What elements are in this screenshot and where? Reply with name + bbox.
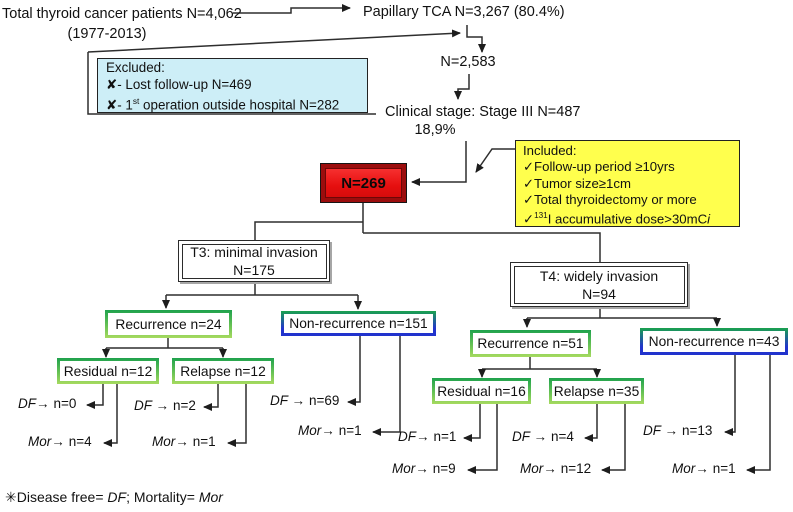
nonrecurrence-t3-box: Non-recurrence n=151 [281,311,436,336]
included-item-2: ✓Tumor size≥1cm [523,175,631,191]
legend: ✳Disease free= DF; Mortality= Mor [5,489,223,505]
relapse-t3-label: Relapse n=12 [175,361,271,381]
df-nonrecurrence-t3: DF →n=69 [270,393,340,408]
n2583-label: N=2,583 [440,54,496,70]
mor-relapse-t3: Mor→n=1 [152,434,216,449]
df-residual-t3: DF→n=0 [18,396,77,411]
mor-relapse-t4: Mor→n=12 [520,461,592,476]
total-patients-label: Total thyroid cancer patients N=4,062 [2,6,242,22]
included-item-1: ✓Follow-up period ≥10yrs [523,159,675,175]
n269-label: N=269 [325,168,402,198]
relapse-t4-label: Relapse n=35 [552,381,641,401]
mor-residual-t4: Mor→n=9 [392,461,456,476]
percent-label: 18,9% [414,122,456,138]
t3-line2: N=175 [233,262,275,278]
nonrecurrence-t4-box: Non-recurrence n=43 [640,328,788,355]
t4-box: T4: widely invasion N=94 [510,262,688,307]
df-nonrecurrence-t4: DF →n=13 [643,423,713,438]
included-item-3: ✓Total thyroidectomy or more [523,191,697,207]
clinical-stage-label: Clinical stage: Stage III N=487 [385,104,581,120]
n269-box: N=269 [320,163,407,203]
t3-line1: T3: minimal invasion [190,244,318,260]
recurrence-t4-box: Recurrence n=51 [470,330,591,357]
excluded-title: Excluded: [106,60,165,75]
residual-t3-box: Residual n=12 [57,358,159,384]
mor-nonrecurrence-t3: Mor→n=1 [298,423,362,438]
residual-t4-label: Residual n=16 [435,381,528,401]
nonrecurrence-t4-label: Non-recurrence n=43 [643,331,785,352]
mor-nonrecurrence-t4: Mor→n=1 [672,461,736,476]
t3-box: T3: minimal invasion N=175 [178,240,330,282]
included-item-4: ✓131I accumulative dose>30mCi [523,211,711,227]
relapse-t4-box: Relapse n=35 [549,378,644,404]
t4-line2: N=94 [582,285,616,302]
papillary-label: Papillary TCA N=3,267 (80.4%) [363,4,565,20]
nonrecurrence-t3-label: Non-recurrence n=151 [284,314,433,333]
t4-line1: T4: widely invasion [539,267,659,284]
asterisk-icon: ✳ [5,489,17,505]
study-years-label: (1977-2013) [67,26,147,42]
df-residual-t4: DF→n=1 [398,429,457,444]
included-box: Included: ✓Follow-up period ≥10yrs ✓Tumo… [515,140,740,227]
recurrence-t4-label: Recurrence n=51 [473,333,588,354]
mor-residual-t3: Mor→n=4 [28,434,92,449]
recurrence-t3-box: Recurrence n=24 [105,310,232,338]
residual-t4-box: Residual n=16 [432,378,531,404]
residual-t3-label: Residual n=12 [60,361,156,381]
df-relapse-t3: DF →n=2 [134,398,196,413]
excluded-item-1: ✘- Lost follow-up N=469 [106,76,252,92]
recurrence-t3-label: Recurrence n=24 [108,313,229,335]
relapse-t3-box: Relapse n=12 [172,358,274,384]
included-title: Included: [523,143,577,158]
df-relapse-t4: DF →n=4 [512,429,574,444]
excluded-box: Excluded: ✘- Lost follow-up N=469 ✘- 1st… [97,58,368,113]
excluded-item-2: ✘- 1st operation outside hospital N=282 [106,96,340,113]
